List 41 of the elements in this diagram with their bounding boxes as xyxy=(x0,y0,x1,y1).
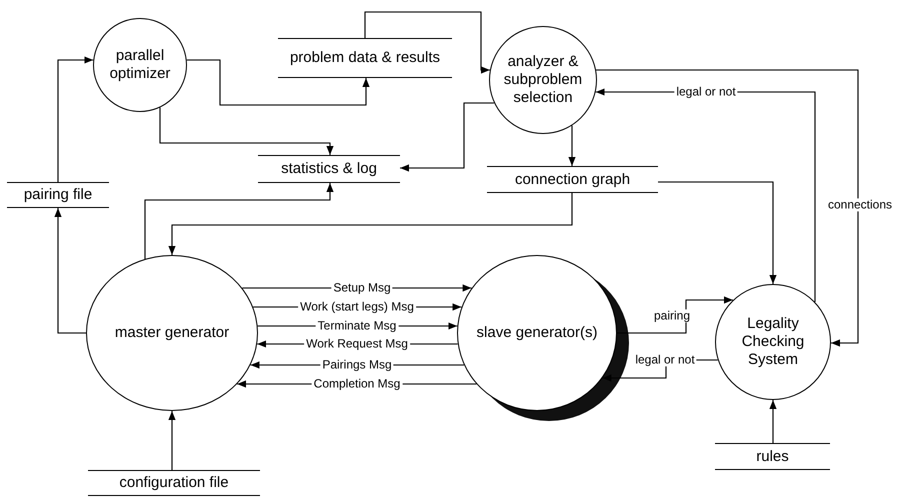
arrow xyxy=(596,69,859,347)
store-label: problem data & results xyxy=(290,49,440,67)
process-label: analyzer & subproblem selection xyxy=(502,53,584,107)
process-label: master generator xyxy=(114,324,230,342)
arrow xyxy=(159,108,334,155)
edge-label: legal or not xyxy=(674,85,738,99)
edge-label: connections xyxy=(826,198,894,212)
store-label: statistics & log xyxy=(281,160,377,178)
process-label: Legality Checking System xyxy=(740,315,806,369)
edge-label: Work Request Msg xyxy=(304,337,410,351)
arrow xyxy=(568,126,576,166)
edge-label: Pairings Msg xyxy=(320,358,394,372)
data-store xyxy=(7,182,109,208)
store-label: pairing file xyxy=(24,186,92,204)
arrow xyxy=(168,193,573,255)
arrow xyxy=(658,181,777,284)
arrow xyxy=(617,296,733,334)
process-label: parallel optimizer xyxy=(108,47,172,83)
arrow xyxy=(144,183,334,259)
data-store xyxy=(278,38,452,78)
data-store xyxy=(715,443,830,470)
store-label: configuration file xyxy=(119,474,229,492)
arrow xyxy=(400,102,494,172)
store-label: rules xyxy=(756,448,789,466)
arrow xyxy=(364,11,490,74)
edge-label: Setup Msg xyxy=(331,281,393,295)
arrow xyxy=(57,56,94,182)
store-label: connection graph xyxy=(514,170,630,188)
edge-label: Completion Msg xyxy=(312,377,402,391)
edge-label: pairing xyxy=(652,309,692,323)
arrow xyxy=(54,208,86,334)
process-label: slave generator(s) xyxy=(476,324,598,342)
edge-label: legal or not xyxy=(633,353,697,367)
arrow xyxy=(168,411,176,470)
arrow xyxy=(186,59,370,106)
edge-label: Work (start legs) Msg xyxy=(298,300,416,314)
data-store xyxy=(258,155,400,183)
arrow xyxy=(769,400,777,443)
data-store xyxy=(487,166,658,193)
data-store xyxy=(88,470,260,496)
edge-label: Terminate Msg xyxy=(316,319,398,333)
